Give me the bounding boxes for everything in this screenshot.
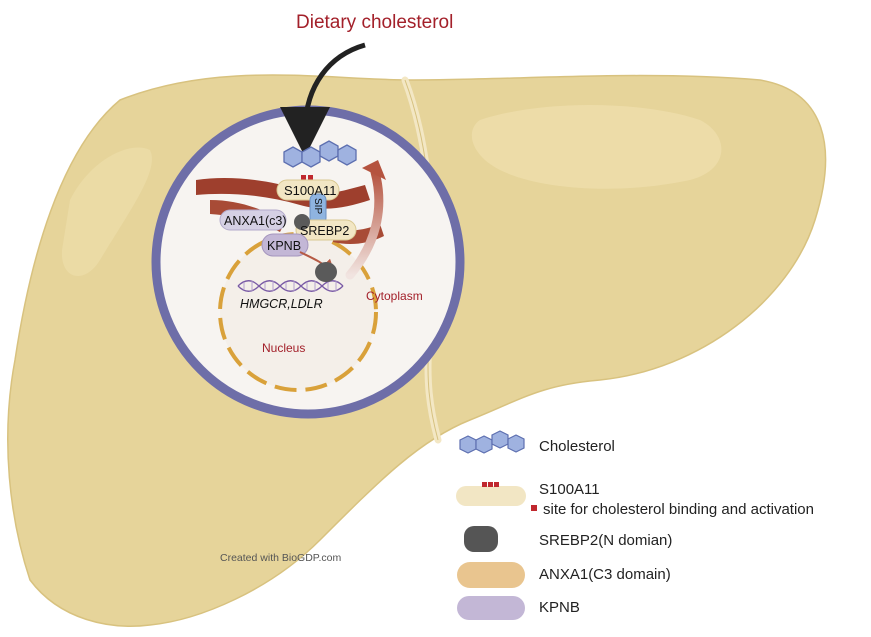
legend-s100a11-label: S100A11 <box>539 481 600 498</box>
legend-kpnb-icon <box>457 596 525 620</box>
srebp2-protein <box>295 219 357 241</box>
binding-site-mark <box>301 175 306 180</box>
binding-site-icon <box>531 505 537 512</box>
legend-anxa1-icon <box>457 562 525 588</box>
legend-s100a11-note-text: site for cholesterol binding and activat… <box>543 501 814 518</box>
legend-srebp2-label: SREBP2(N domian) <box>539 532 673 549</box>
legend-srebp2-icon <box>464 526 498 552</box>
label-anxa1: ANXA1(c3) <box>224 214 287 228</box>
legend-cholesterol-label: Cholesterol <box>539 438 615 455</box>
dietary-arrow <box>280 42 366 157</box>
nucleus-envelope <box>218 232 378 392</box>
diagram-title: Dietary cholesterol <box>296 12 454 33</box>
label-s100a11: S100A11 <box>284 183 337 198</box>
legend-s100a11-icon <box>456 486 526 506</box>
legend-kpnb-label: KPNB <box>539 599 580 616</box>
kpnb-protein <box>261 233 309 257</box>
label-srebp2: SREBP2 <box>300 224 349 238</box>
credit-text: Created with BioGDP.com <box>220 552 342 564</box>
cholesterol-molecule <box>283 140 357 168</box>
label-genes: HMGCR,LDLR <box>240 297 323 311</box>
label-cytoplasm: Cytoplasm <box>366 289 423 303</box>
translocation-arrow <box>345 167 384 280</box>
legend-anxa1-label: ANXA1(C3 domain) <box>539 566 671 583</box>
label-sip: SIP <box>312 198 323 214</box>
anxa1-protein <box>219 209 287 231</box>
legend-cholesterol-icon <box>459 430 525 454</box>
legend-s100a11-note: site for cholesterol binding and activat… <box>531 501 814 518</box>
dna-helix <box>237 280 344 292</box>
label-kpnb: KPNB <box>267 239 301 253</box>
srebp2-n-domain <box>315 262 337 282</box>
label-nucleus: Nucleus <box>262 341 305 355</box>
